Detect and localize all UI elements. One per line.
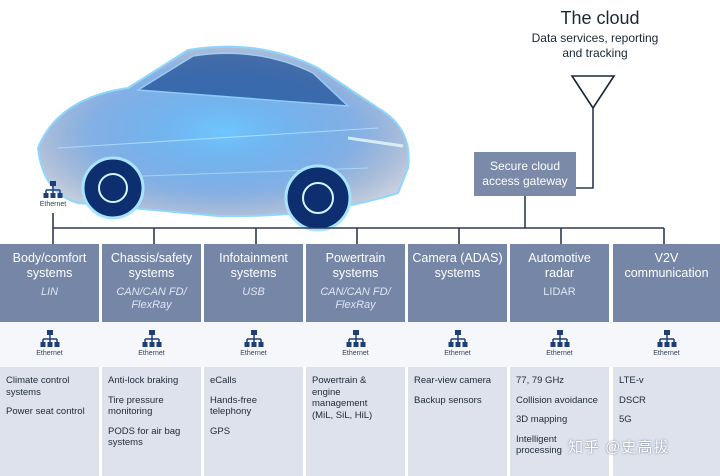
ethernet-node: Ethernet xyxy=(637,329,697,357)
system-protocol: LIDAR xyxy=(543,286,576,298)
ethernet-node: Ethernet xyxy=(326,329,386,357)
cloud-subtitle: Data services, reporting and tracking xyxy=(531,31,659,60)
system-box[interactable]: Camera (ADAS) systems xyxy=(408,244,507,322)
cloud-title: The cloud xyxy=(560,8,640,28)
feature-item: PODS for air bag systems xyxy=(108,425,181,449)
feature-item: Backup sensors xyxy=(414,394,482,406)
ethernet-label: Ethernet xyxy=(39,201,67,208)
network-icon xyxy=(244,330,263,347)
ethernet-label: Ethernet xyxy=(36,350,63,357)
system-protocol: CAN/CAN FD/ FlexRay xyxy=(116,286,187,311)
system-name: Powertrain systems xyxy=(325,251,386,280)
feature-item: Power seat control xyxy=(6,406,85,417)
ethernet-label: Ethernet xyxy=(138,350,165,357)
system-protocol: CAN/CAN FD/ FlexRay xyxy=(320,286,391,311)
network-icon xyxy=(40,330,59,347)
ethernet-label: Ethernet xyxy=(240,350,267,357)
system-box[interactable]: Infotainment systems USB xyxy=(204,244,303,322)
system-name: Infotainment systems xyxy=(219,251,288,280)
ethernet-node: Ethernet xyxy=(20,329,80,357)
feature-item: Anti-lock braking xyxy=(108,375,179,386)
system-name: Body/comfort systems xyxy=(12,251,87,280)
feature-item: Powertrain & engine management (MiL, SiL… xyxy=(312,375,373,421)
feature-item: 77, 79 GHz xyxy=(516,375,565,386)
secure-cloud-gateway[interactable]: Secure cloud access gateway xyxy=(474,152,576,196)
ethernet-node-top: Ethernet xyxy=(23,180,83,208)
ethernet-label: Ethernet xyxy=(444,350,471,357)
feature-item: Rear-view camera xyxy=(414,375,492,386)
system-name: Automotive radar xyxy=(528,251,591,280)
feature-item: 3D mapping xyxy=(516,414,568,425)
network-icon xyxy=(657,330,676,347)
ethernet-label: Ethernet xyxy=(653,350,680,357)
system-name: V2V communication xyxy=(624,251,709,280)
ethernet-label: Ethernet xyxy=(342,350,369,357)
network-icon xyxy=(43,181,63,198)
ethernet-node: Ethernet xyxy=(530,329,590,357)
system-protocol: LIN xyxy=(40,286,59,298)
ethernet-node: Ethernet xyxy=(122,329,182,357)
feature-item: Collision avoidance xyxy=(516,394,598,406)
feature-item: Hands-free telephony xyxy=(210,394,257,418)
feature-item: DSCR xyxy=(619,394,646,406)
feature-item: 5G xyxy=(619,414,632,425)
antenna-icon xyxy=(570,75,616,110)
system-name: Camera (ADAS) systems xyxy=(412,251,503,280)
ethernet-label: Ethernet xyxy=(546,350,573,357)
system-box[interactable]: Powertrain systems CAN/CAN FD/ FlexRay xyxy=(306,244,405,322)
system-protocol: USB xyxy=(242,286,265,298)
network-icon xyxy=(346,330,365,347)
car-illustration xyxy=(36,45,410,232)
ethernet-node: Ethernet xyxy=(428,329,488,357)
system-box[interactable]: Body/comfort systems LIN xyxy=(0,244,99,322)
watermark: 知乎 @史高拔 xyxy=(568,439,670,456)
feature-item: eCalls xyxy=(210,375,237,386)
feature-item: GPS xyxy=(210,425,231,437)
feature-item: LTE-v xyxy=(619,375,644,386)
system-box[interactable]: Chassis/safety systems CAN/CAN FD/ FlexR… xyxy=(102,244,201,322)
system-box[interactable]: Automotive radar LIDAR xyxy=(510,244,609,322)
network-icon xyxy=(550,330,569,347)
feature-item: Climate control systems xyxy=(6,375,70,398)
network-icon xyxy=(448,330,467,347)
feature-item: Tire pressure monitoring xyxy=(108,394,164,418)
network-icon xyxy=(142,330,161,347)
feature-list: Powertrain & engine management (MiL, SiL… xyxy=(306,367,405,476)
ethernet-node: Ethernet xyxy=(224,329,284,357)
feature-item: Intelligent processing xyxy=(516,433,562,457)
system-name: Chassis/safety systems xyxy=(110,251,193,280)
system-box[interactable]: V2V communication xyxy=(613,244,720,322)
